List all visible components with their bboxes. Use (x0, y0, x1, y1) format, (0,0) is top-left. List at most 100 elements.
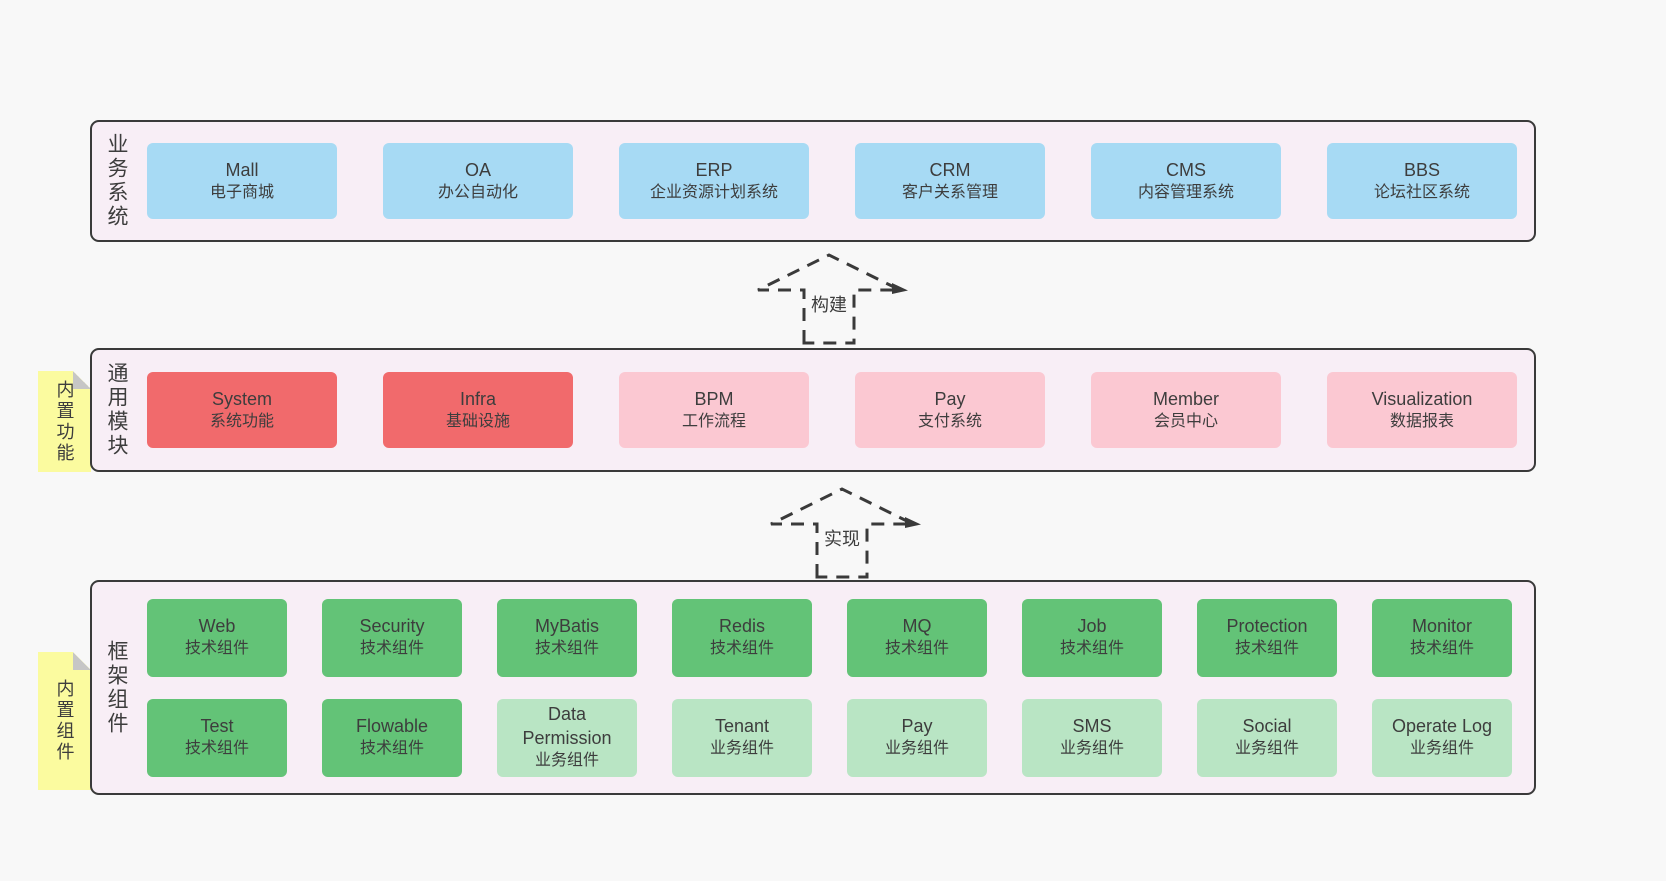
box-subtitle: 业务组件 (709, 740, 774, 758)
box-subtitle: 技术组件 (534, 640, 599, 658)
box-sms: SMS 业务组件 (1022, 698, 1162, 777)
box-pay: Pay 支付系统 (855, 372, 1045, 448)
box-title: BBS (1403, 159, 1441, 180)
box-subtitle: 业务组件 (534, 752, 599, 770)
box-title: Job (1077, 616, 1107, 636)
box-subtitle: 技术组件 (359, 740, 424, 758)
layer-label-business-systems: 业务系统 (105, 133, 128, 229)
arrow-label: 构建 (811, 295, 847, 315)
box-subtitle: 业务组件 (1234, 740, 1299, 758)
box-subtitle: 会员中心 (1153, 412, 1218, 430)
box-title: Infra (459, 388, 497, 409)
layer-label-framework-components: 框架组件 (105, 639, 128, 736)
box-title: BPM (694, 388, 734, 409)
box-subtitle: 支付系统 (917, 412, 982, 430)
box-title: Data Permission (522, 704, 612, 748)
arrow-label-background (806, 292, 852, 318)
box-subtitle: 技术组件 (709, 640, 774, 658)
box-title: System (211, 388, 272, 409)
box-subtitle: 技术组件 (1409, 640, 1474, 658)
box-bpm: BPM 工作流程 (619, 372, 809, 448)
box-title: Web (198, 616, 236, 636)
box-title: Mall (225, 159, 259, 180)
box-infra: Infra 基础设施 (383, 372, 573, 448)
layer-label-common-modules: 通用模块 (105, 362, 128, 458)
folded-corner-icon (73, 652, 91, 670)
box-subtitle: 企业资源计划系统 (649, 183, 778, 201)
box-subtitle: 技术组件 (1059, 640, 1124, 658)
box-title: Visualization (1371, 388, 1473, 409)
box-mall: Mall 电子商城 (147, 143, 337, 219)
box-title: Protection (1226, 616, 1308, 636)
box-title: SMS (1072, 716, 1112, 736)
box-data-permission: Data Permission 业务组件 (497, 698, 637, 777)
box-redis: Redis 技术组件 (672, 598, 812, 677)
box-subtitle: 内容管理系统 (1137, 183, 1234, 201)
box-title: CMS (1166, 159, 1206, 180)
box-subtitle: 业务组件 (1059, 740, 1124, 758)
box-subtitle: 办公自动化 (437, 183, 518, 201)
box-subtitle: 技术组件 (884, 640, 949, 658)
box-title: Tenant (714, 716, 770, 736)
box-system: System 系统功能 (147, 372, 337, 448)
box-title: Monitor (1411, 616, 1473, 636)
box-social: Social 业务组件 (1197, 698, 1337, 777)
sticky-label: 内置组件 (54, 679, 75, 763)
sticky-label: 内置功能 (54, 379, 75, 464)
box-subtitle: 电子商城 (209, 183, 274, 201)
box-security: Security 技术组件 (322, 598, 462, 677)
box-monitor: Monitor 技术组件 (1372, 598, 1512, 677)
box-title: CRM (929, 159, 971, 180)
box-tenant: Tenant 业务组件 (672, 698, 812, 777)
arrow-label-background (819, 526, 865, 552)
layer-common-modules: 通用模块 System 系统功能 Infra 基础设施 BPM 工作流程 Pay 支付系统 Me… (90, 348, 1536, 472)
sticky-note-builtin-functions: 内置功能 (38, 371, 91, 472)
box-title: Security (359, 616, 425, 636)
box-title: Redis (718, 616, 766, 636)
box-title: Social (1242, 716, 1292, 736)
arrow-tip (905, 517, 921, 528)
box-erp: ERP 企业资源计划系统 (619, 143, 809, 219)
box-test: Test 技术组件 (147, 698, 287, 777)
box-subtitle: 技术组件 (359, 640, 424, 658)
box-subtitle: 系统功能 (209, 412, 274, 430)
box-title: ERP (695, 159, 733, 180)
folded-corner-icon (73, 371, 91, 389)
box-bbs: BBS 论坛社区系统 (1327, 143, 1517, 219)
arrow-tip (892, 283, 908, 294)
box-cms: CMS 内容管理系统 (1091, 143, 1281, 219)
box-title: Operate Log (1391, 716, 1493, 736)
box-title: Pay (901, 716, 933, 736)
sticky-note-builtin-components: 内置组件 (38, 652, 91, 790)
box-subtitle: 论坛社区系统 (1373, 183, 1470, 201)
box-title: Test (200, 716, 234, 736)
box-subtitle: 技术组件 (184, 740, 249, 758)
box-title: Pay (934, 388, 966, 409)
box-job: Job 技术组件 (1022, 598, 1162, 677)
box-pay: Pay 业务组件 (847, 698, 987, 777)
box-subtitle: 基础设施 (445, 412, 510, 430)
implement-arrow: 实现 (770, 487, 921, 579)
box-subtitle: 工作流程 (681, 412, 746, 430)
box-subtitle: 业务组件 (884, 740, 949, 758)
